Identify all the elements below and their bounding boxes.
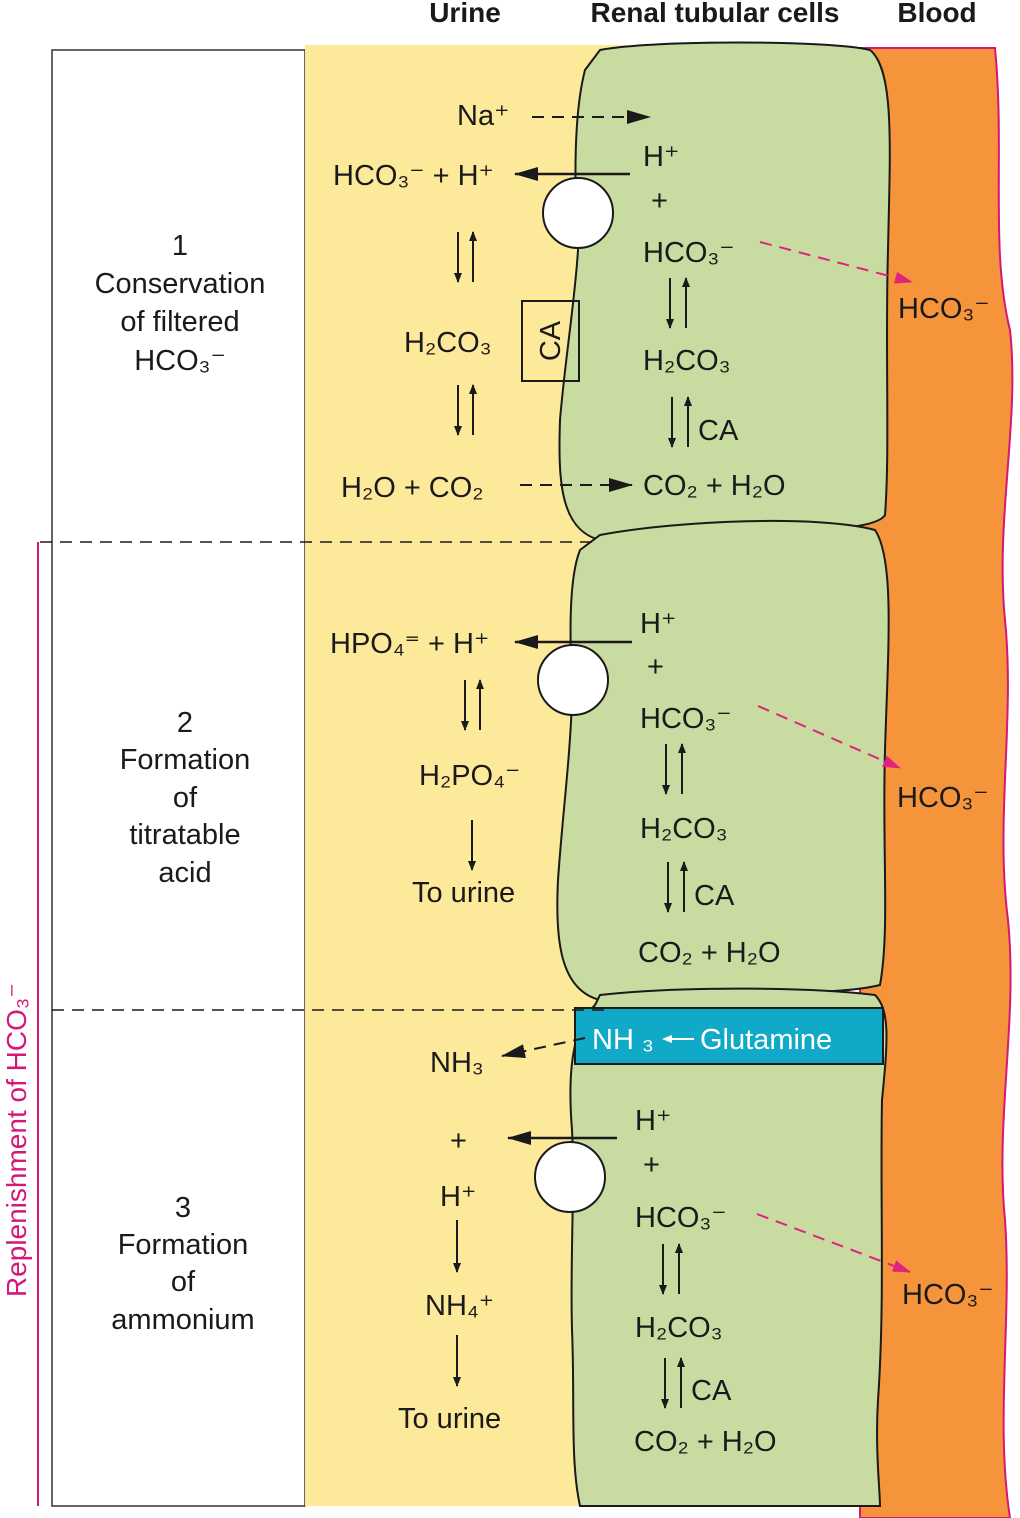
equilibrium-arrows-icon (461, 679, 484, 731)
cell-hco3: HCO₃⁻ (643, 237, 735, 269)
cell-ca: CA (698, 415, 739, 447)
cell-plus: + (651, 185, 668, 217)
tubular-cell-1 (558, 41, 891, 542)
title-line: Formation (120, 744, 251, 776)
header-urine: Urine (429, 0, 501, 28)
cell-plus: + (643, 1149, 660, 1181)
urine-nh4: NH₄⁺ (425, 1290, 494, 1322)
cell-ca: CA (694, 880, 735, 912)
section-1-title: 1 Conservation of filtered HCO₃⁻ (95, 230, 266, 377)
blood-hco3: HCO₃⁻ (897, 782, 989, 814)
cell-ca: CA (691, 1375, 732, 1407)
equilibrium-arrows-icon (454, 384, 477, 436)
title-line: 2 (177, 707, 193, 739)
glutamine-arrow-head (662, 1035, 672, 1043)
equilibrium-arrows-icon (666, 277, 690, 329)
ca-box-label: CA (535, 320, 567, 361)
urine-plus: + (450, 1125, 467, 1157)
glutamine-label: Glutamine (700, 1024, 832, 1056)
bicarbonate-to-blood-arrow (759, 241, 913, 284)
glutamine-band (574, 1007, 884, 1065)
cell-co2-h2o: CO₂ + H₂O (643, 470, 786, 502)
urine-hpo4-h: HPO₄⁼ + H⁺ (330, 628, 489, 660)
equilibrium-arrows-icon (664, 861, 688, 913)
tubular-cell-2 (556, 519, 890, 1002)
urine-h: H⁺ (440, 1181, 476, 1213)
cell-co2-h2o: CO₂ + H₂O (634, 1426, 777, 1458)
nh3-diffusion-arrow (501, 1037, 586, 1058)
label-column (51, 49, 306, 1507)
equilibrium-arrows-icon (454, 231, 477, 283)
ca-box (521, 300, 580, 382)
title-line: acid (158, 857, 211, 889)
title-line: of (173, 782, 198, 814)
transporter-circle (542, 177, 614, 249)
cell-h2co3: H₂CO₃ (643, 345, 731, 377)
title-line: of filtered (120, 306, 239, 338)
cell-h: H⁺ (635, 1105, 671, 1137)
cell-h: H⁺ (643, 141, 679, 173)
blood-hco3: HCO₃⁻ (898, 293, 990, 325)
cell-hco3: HCO₃⁻ (635, 1202, 727, 1234)
urine-h2po4: H₂PO₄⁻ (419, 760, 520, 792)
title-line: of (171, 1266, 196, 1298)
cell-h2co3: H₂CO₃ (640, 813, 728, 845)
title-line: 3 (175, 1192, 191, 1224)
transporter-circle (534, 1141, 606, 1213)
equilibrium-arrows-icon (662, 743, 686, 795)
header-renal-tubular-cells: Renal tubular cells (591, 0, 840, 28)
glutamine-nh3: NH ₃ (592, 1024, 654, 1056)
urine-nh3: NH₃ (430, 1047, 484, 1079)
urine-h2o-co2: H₂O + CO₂ (341, 472, 484, 504)
title-line: ammonium (111, 1304, 254, 1336)
cell-h: H⁺ (640, 608, 676, 640)
cell-h2co3: H₂CO₃ (635, 1312, 723, 1344)
cell-plus: + (647, 651, 664, 683)
na-ion: Na⁺ (457, 100, 509, 132)
transporter-circle (537, 644, 609, 716)
urine-hco3-h: HCO₃⁻ + H⁺ (333, 160, 494, 192)
section-2-title: 2 Formation of titratable acid (120, 707, 251, 889)
title-line: Formation (118, 1229, 249, 1261)
bicarbonate-to-blood-arrow (756, 1213, 911, 1273)
replenishment-label: Replenishment of HCO₃⁻ (1, 983, 32, 1297)
equilibrium-arrows-icon (668, 396, 692, 448)
equilibrium-arrows-icon (661, 1357, 685, 1409)
urine-to-urine: To urine (412, 877, 515, 909)
section-3-title: 3 Formation of ammonium (111, 1192, 254, 1336)
blood-region (859, 47, 1014, 1518)
cell-hco3: HCO₃⁻ (640, 703, 732, 735)
title-line: Conservation (95, 268, 266, 300)
urine-to-urine: To urine (398, 1403, 501, 1435)
blood-hco3: HCO₃⁻ (902, 1279, 994, 1311)
urine-h2co3: H₂CO₃ (404, 327, 492, 359)
title-line: titratable (129, 819, 240, 851)
title-line: 1 (172, 230, 188, 262)
cell-co2-h2o: CO₂ + H₂O (638, 937, 781, 969)
bicarbonate-to-blood-arrow (757, 705, 901, 769)
equilibrium-arrows-icon (659, 1243, 683, 1295)
header-blood: Blood (897, 0, 976, 28)
title-line: HCO₃⁻ (134, 345, 226, 377)
